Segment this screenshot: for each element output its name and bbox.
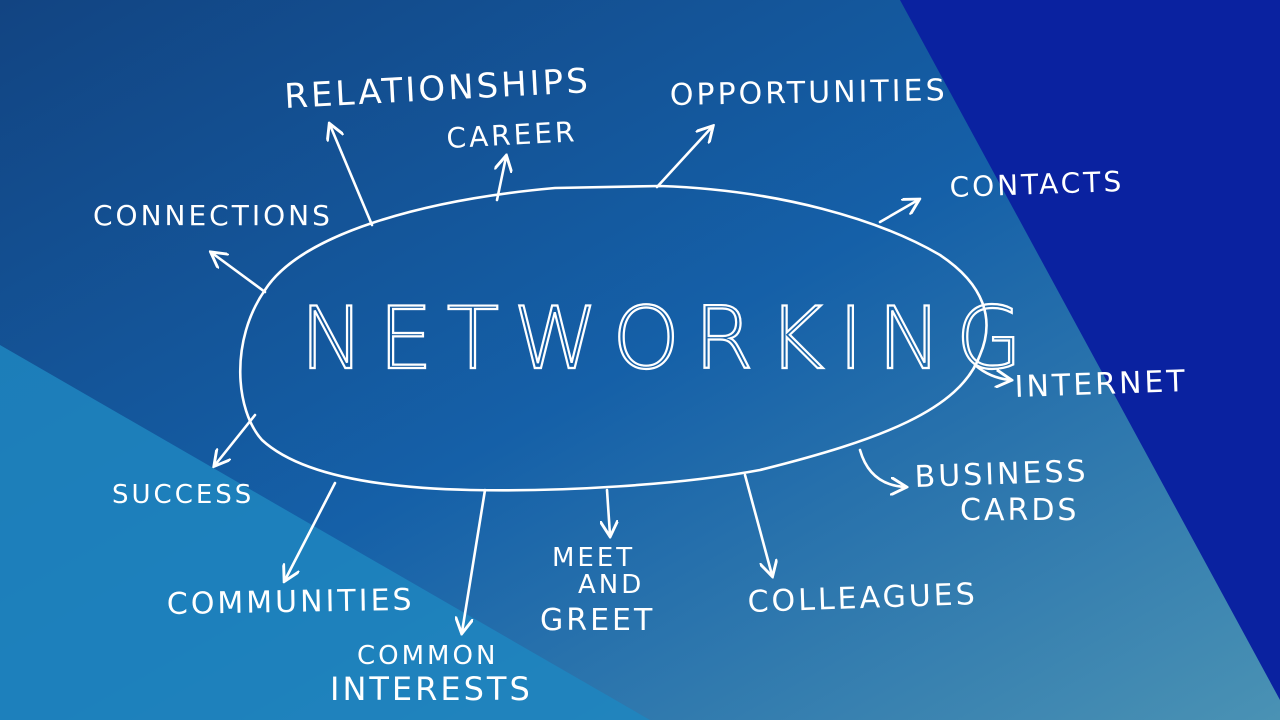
arrow-connections	[212, 253, 267, 294]
label-colleagues: COLLEAGUES	[747, 577, 978, 620]
arrow-meet-and-greet	[607, 488, 610, 535]
label-contacts: CONTACTS	[949, 165, 1125, 204]
label-greet: GREET	[540, 603, 655, 638]
center-title: NETWORKING	[300, 289, 1036, 389]
label-success: SUCCESS	[112, 480, 254, 510]
arrow-success	[215, 413, 257, 465]
arrow-opportunities	[655, 127, 712, 189]
arrow-career	[497, 157, 506, 202]
label-and: AND	[578, 570, 644, 600]
arrows	[212, 125, 1010, 632]
arrow-business-cards	[858, 448, 905, 487]
label-opportunities: OPPORTUNITIES	[670, 73, 948, 113]
arrow-colleagues	[743, 473, 772, 575]
arrow-contacts	[878, 200, 918, 224]
arrow-common-interests	[462, 488, 487, 632]
label-interests: INTERESTS	[330, 670, 533, 708]
label-common: COMMON	[357, 641, 498, 671]
label-communities: COMMUNITIES	[167, 583, 415, 622]
arrow-internet	[973, 363, 1010, 380]
arrow-communities	[285, 481, 337, 580]
label-connections: CONNECTIONS	[93, 199, 333, 232]
label-internet: INTERNET	[1014, 364, 1188, 405]
background-lower-left-panel	[0, 345, 650, 720]
central-ellipse	[238, 184, 988, 492]
label-business: BUSINESS	[914, 454, 1089, 495]
label-meet: MEET	[552, 543, 635, 573]
arrow-relationships	[330, 125, 374, 227]
label-cards: CARDS	[960, 493, 1079, 528]
label-career: CAREER	[446, 115, 579, 155]
background-right-panel	[900, 0, 1280, 700]
